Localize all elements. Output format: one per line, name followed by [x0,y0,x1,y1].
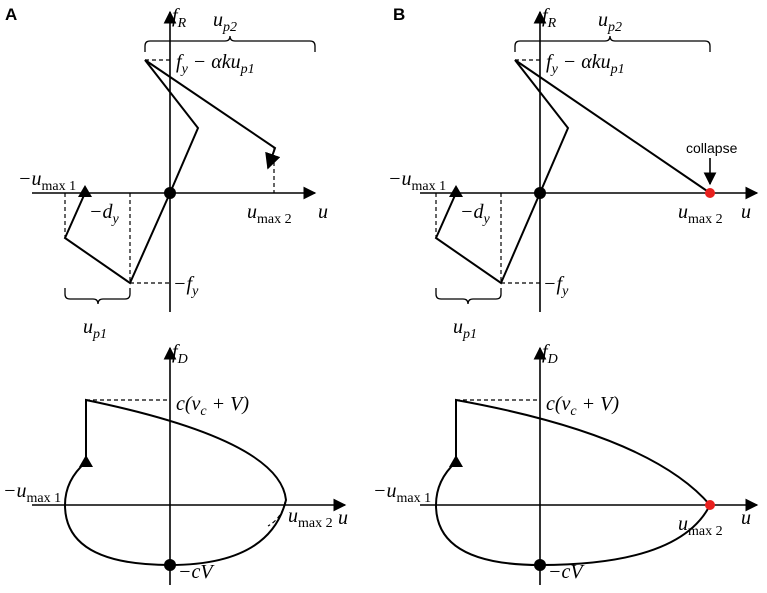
label-umax2: umax 2 [247,201,292,227]
label-u: u [318,201,328,223]
damping-curve [434,398,712,567]
brace-up2 [514,35,711,52]
label-neg-fy: −fy [543,273,569,299]
label-u: u [338,507,348,529]
label-neg-umax1: −umax 1 [3,480,61,506]
brace-up1 [64,288,131,305]
label-up2: up2 [213,9,237,35]
origin-dot [534,187,546,199]
neg-cV-dot [164,559,176,571]
origin-dot [164,187,176,199]
label-umax2: umax 2 [678,201,723,227]
triangle-marker [449,185,463,197]
damping-curve [63,398,288,567]
label-neg-dy: −dy [89,201,120,227]
force-displacement-curve [434,59,711,285]
label-neg-dy: −dy [460,201,491,227]
label-neg-cV: −cV [548,561,585,583]
brace-up1 [435,288,502,305]
panel-b-damping-force: fD c(vc + V) −umax 1 umax 2 u −cV [373,341,759,585]
label-cvcV: c(vc + V) [176,393,249,419]
label-fD: fD [172,341,188,367]
panel-label-a: A [5,5,17,24]
label-umax2: umax 2 [678,513,723,539]
panel-a-restoring-force: fR up2 fy − αkup1 −umax 1 −dy umax 2 u −… [18,5,328,342]
triangle-marker [79,455,93,467]
label-neg-umax1: −umax 1 [373,480,431,506]
label-fR: fR [542,5,557,31]
label-up2: up2 [598,9,622,35]
label-fy-alpha: fy − αkup1 [546,51,625,77]
label-fD: fD [542,341,558,367]
triangle-marker [78,185,92,197]
panel-label-b: B [393,5,405,24]
label-neg-cV: −cV [178,561,215,583]
label-u: u [741,201,751,223]
label-collapse: collapse [686,140,738,156]
label-up1: up1 [453,316,477,342]
collapse-point [705,500,715,510]
label-neg-umax1: −umax 1 [388,168,446,194]
triangle-marker [449,455,463,467]
panel-a-damping-force: fD c(vc + V) −umax 1 umax 2 u −cV [3,341,348,585]
panel-b-restoring-force: fR up2 fy − αkup1 collapse −umax 1 −dy u… [388,5,759,342]
dashed-continuation [267,501,286,527]
brace-up2 [144,35,316,52]
label-neg-umax1: −umax 1 [18,168,76,194]
label-u: u [741,507,751,529]
label-fR: fR [172,5,187,31]
label-up1: up1 [83,316,107,342]
collapse-point [705,188,715,198]
neg-cV-dot [534,559,546,571]
force-displacement-curve [63,59,281,285]
label-cvcV: c(vc + V) [546,393,619,419]
label-fy-alpha: fy − αkup1 [176,51,255,77]
label-neg-fy: −fy [173,273,199,299]
label-umax2: umax 2 [288,505,333,531]
